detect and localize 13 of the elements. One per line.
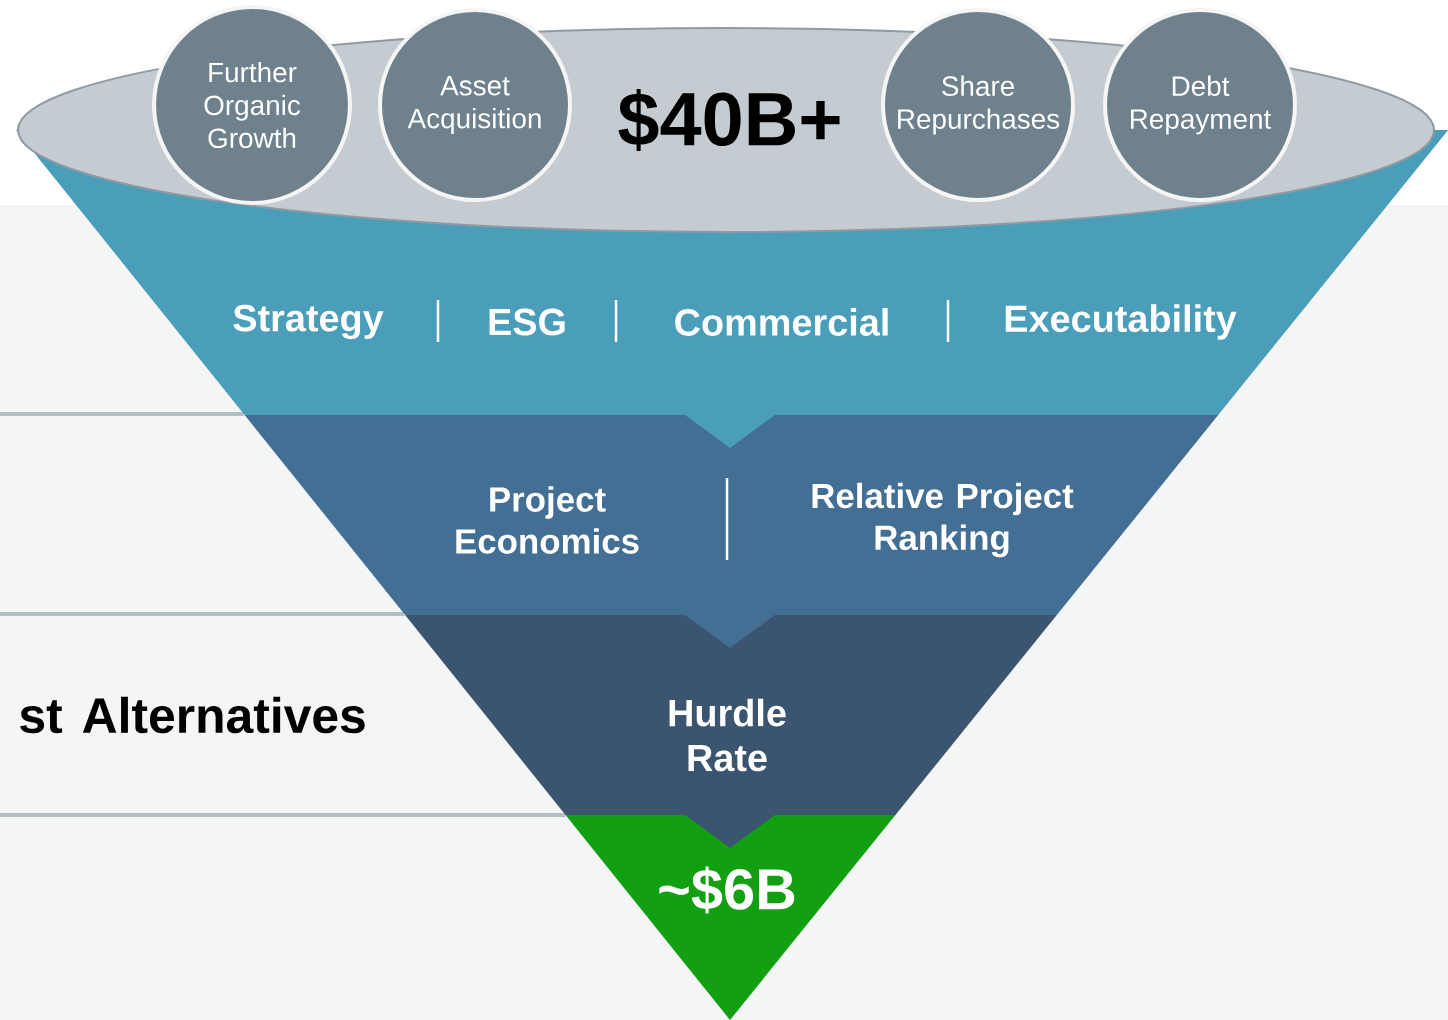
band-label: Strategy — [233, 304, 384, 340]
band-label: Hurdle Rate — [669, 698, 786, 772]
band-label: Relative Project Ranking — [812, 482, 1074, 558]
band-label: Project Economics — [456, 486, 639, 554]
band-label: ~$6B — [659, 866, 795, 914]
funnel-band — [405, 615, 1057, 848]
band-label: Executability — [1005, 304, 1237, 340]
band-label: ESG — [489, 308, 565, 336]
funnel-band — [244, 415, 1219, 648]
amount-label: $40B+ — [618, 89, 840, 151]
row-label: st Alternatives — [20, 696, 365, 734]
funnel-band — [565, 815, 896, 1020]
band-label: Commercial — [675, 308, 888, 336]
